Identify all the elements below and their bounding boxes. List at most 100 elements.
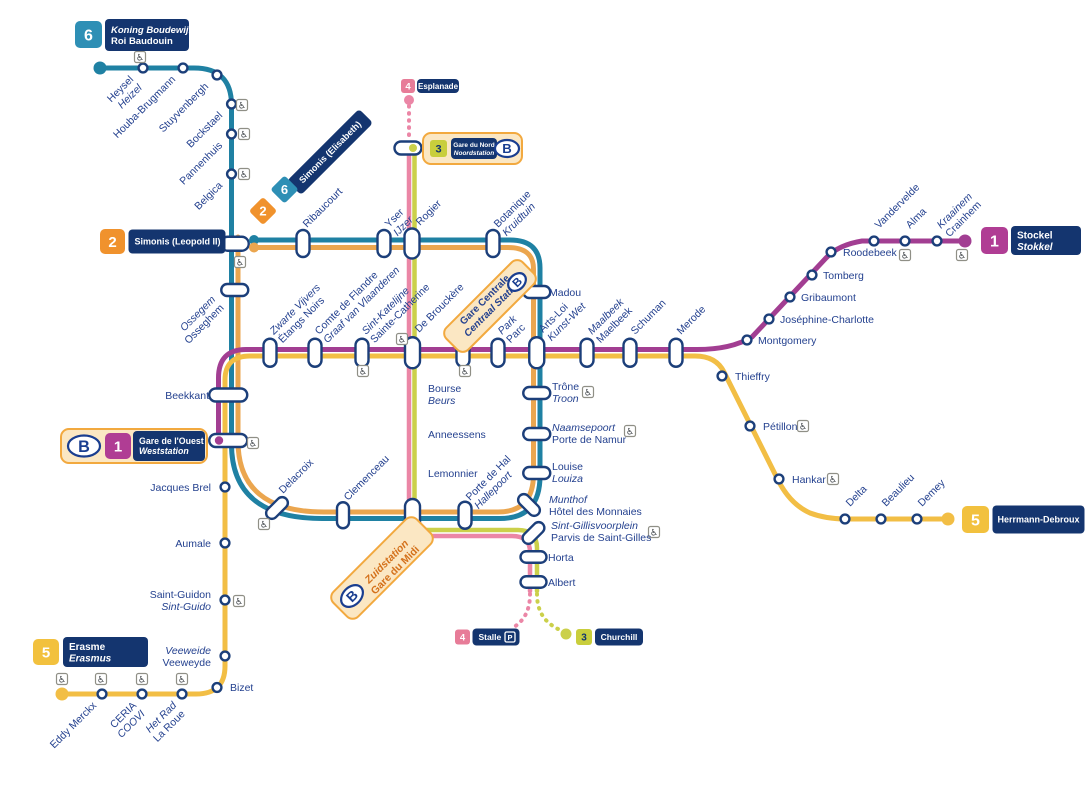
label-delacroix: Delacroix: [277, 456, 317, 496]
wheelchair-icon-16: ♿: [955, 248, 969, 262]
line-6-ring: [229, 234, 543, 521]
station-parc: [490, 337, 506, 368]
svg-text:1: 1: [990, 233, 999, 250]
station-belgica: [225, 168, 238, 180]
svg-text:♿: ♿: [626, 426, 634, 436]
label-porte-de-hal: Porte de HalHallepoort: [464, 453, 522, 511]
station-delta: [839, 513, 851, 525]
box-churchill: Churchill: [595, 628, 643, 646]
station-schuman: [622, 337, 638, 368]
svg-text:B: B: [502, 141, 512, 156]
svg-text:3: 3: [581, 633, 587, 644]
station-munthof: [516, 492, 542, 518]
svg-text:6: 6: [84, 27, 93, 44]
svg-text:♿: ♿: [138, 674, 146, 684]
wheelchair-icon-13: ♿: [796, 419, 810, 433]
label-tomberg: Tomberg: [823, 270, 864, 282]
wheelchair-icon-0: ♿: [133, 50, 147, 64]
wheelchair-icon-6: ♿: [395, 332, 409, 346]
label-aumale: Aumale: [175, 538, 211, 550]
station-arts-loi: [528, 336, 546, 370]
label-pannenhuis: Pannenhuis: [177, 140, 225, 188]
svg-text:3: 3: [435, 143, 441, 155]
box-simonis-leopold-label: Simonis (Leopold II): [135, 237, 221, 247]
label-jacques-brel: Jacques Brel: [150, 482, 211, 494]
label-madou: Madou: [549, 287, 581, 299]
svg-text:♿: ♿: [240, 129, 248, 139]
station-etangs-noirs: [262, 337, 278, 368]
station-botanique: [485, 228, 501, 259]
station-yser: [376, 228, 392, 259]
svg-text:P: P: [507, 633, 512, 642]
station-ossegem: [220, 282, 250, 298]
sncb-logo-blogo-nord: B: [493, 138, 521, 159]
badge-2-diamond: 2: [250, 198, 276, 224]
label-beekkant: Beekkant: [165, 390, 209, 402]
station-rogier: [403, 227, 421, 260]
station-parvis-saint-gilles: [521, 520, 546, 546]
label-josephine-charlotte: Joséphine-Charlotte: [780, 314, 874, 326]
wheelchair-icon-14: ♿: [826, 472, 840, 486]
label-lemonnier: Lemonnier: [428, 468, 478, 480]
label-eddy-merckx: Eddy Merckx: [48, 699, 100, 751]
badge-3-churchill: 3: [576, 629, 592, 645]
wheelchair-icon-3: ♿: [237, 167, 251, 181]
station-houba-brugmann: [177, 62, 189, 74]
label-gribaumont: Gribaumont: [801, 292, 856, 304]
label-rogier: Rogier: [414, 197, 445, 228]
terminus-simonis-6: [249, 235, 259, 245]
box-simonis-elisabeth: Simonis (Elisabeth): [288, 110, 372, 194]
wheelchair-icon-1: ♿: [235, 98, 249, 112]
badge-5-herrmann: 5: [962, 506, 989, 533]
label-clemenceau: Clemenceau: [342, 453, 392, 503]
station-ribaucourt: [295, 228, 311, 259]
box-esplanade: Esplanade: [417, 79, 459, 93]
sncb-logo-blogo-midi: B: [340, 584, 364, 608]
station-bockstael: [225, 98, 238, 110]
svg-text:♿: ♿: [238, 100, 246, 110]
svg-text:♿: ♿: [958, 250, 966, 260]
station-thieffry: [716, 370, 728, 382]
label-beaulieu: Beaulieu: [880, 472, 917, 509]
wheelchair-icon-5: ♿: [356, 364, 370, 378]
box-herrmann-debroux: Herrmann-Debroux: [992, 505, 1085, 534]
station-comte-de-flandre: [307, 337, 323, 368]
label-botanique: BotaniqueKruidtuin: [492, 188, 543, 239]
label-albert: Albert: [548, 577, 576, 589]
wheelchair-icon-15: ♿: [898, 248, 912, 262]
svg-text:4: 4: [460, 632, 466, 643]
station-merode: [668, 337, 684, 368]
station-albert: [519, 575, 548, 589]
station-tomberg: [806, 269, 818, 281]
box-herrmann-debroux-label: Herrmann-Debroux: [997, 515, 1079, 525]
wheelchair-icon-12: ♿: [257, 517, 271, 531]
station-hankar: [773, 473, 785, 485]
label-hankar: Hankar: [792, 474, 826, 486]
station-horta: [519, 550, 548, 564]
station-beaulieu: [875, 513, 887, 525]
station-josephine-charlotte: [763, 313, 775, 325]
box-stalle-label: Stalle: [479, 632, 502, 642]
terminus-gare-nord-3: [409, 144, 417, 152]
station-het-rad: [176, 688, 188, 700]
wheelchair-icon-10: ♿: [647, 525, 661, 539]
label-bizet: Bizet: [230, 682, 253, 694]
svg-text:♿: ♿: [359, 366, 367, 376]
station-stuyvenbergh: [211, 69, 223, 81]
station-ceria: [136, 688, 148, 700]
svg-text:1: 1: [114, 438, 122, 455]
station-beekkant: [208, 387, 249, 403]
label-kraainem: KraainemCrainhem: [935, 190, 984, 239]
wheelchair-icon-18: ♿: [55, 672, 69, 686]
station-louise: [522, 465, 552, 481]
badge-1-stockel: 1: [981, 227, 1008, 254]
